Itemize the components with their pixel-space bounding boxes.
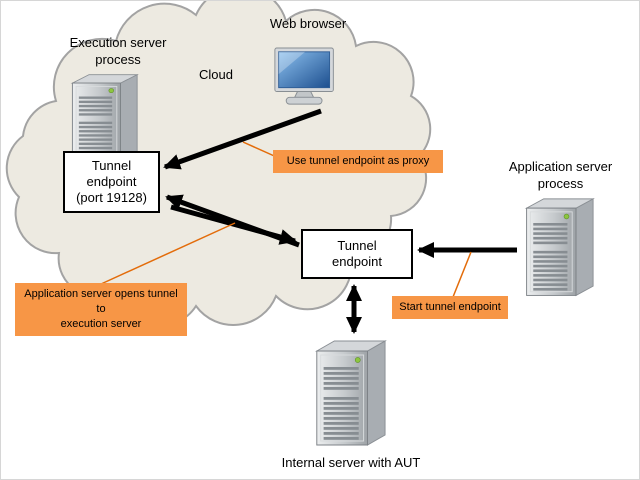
web-browser-icon bbox=[273, 47, 339, 107]
callout-start-tunnel-endpoint: Start tunnel endpoint bbox=[392, 296, 508, 319]
tunnel-endpoint-1-box: Tunnel endpoint (port 19128) bbox=[63, 151, 160, 213]
cloud-label: Cloud bbox=[199, 67, 233, 82]
internal-server-label: Internal server with AUT bbox=[281, 455, 421, 470]
execution-server-label: Execution server process bbox=[69, 35, 167, 67]
callout-use-tunnel-endpoint-as-proxy: Use tunnel endpoint as proxy bbox=[273, 150, 443, 173]
application-server-icon bbox=[519, 197, 595, 301]
tunnel-endpoint-2-box: Tunnel endpoint bbox=[301, 229, 413, 279]
application-server-label: Application server process bbox=[508, 159, 613, 191]
internal-server-icon bbox=[309, 339, 387, 451]
web-browser-label: Web browser bbox=[269, 16, 347, 31]
callout-application-server-opens-tunnel: Application server opens tunnel to execu… bbox=[15, 283, 187, 336]
